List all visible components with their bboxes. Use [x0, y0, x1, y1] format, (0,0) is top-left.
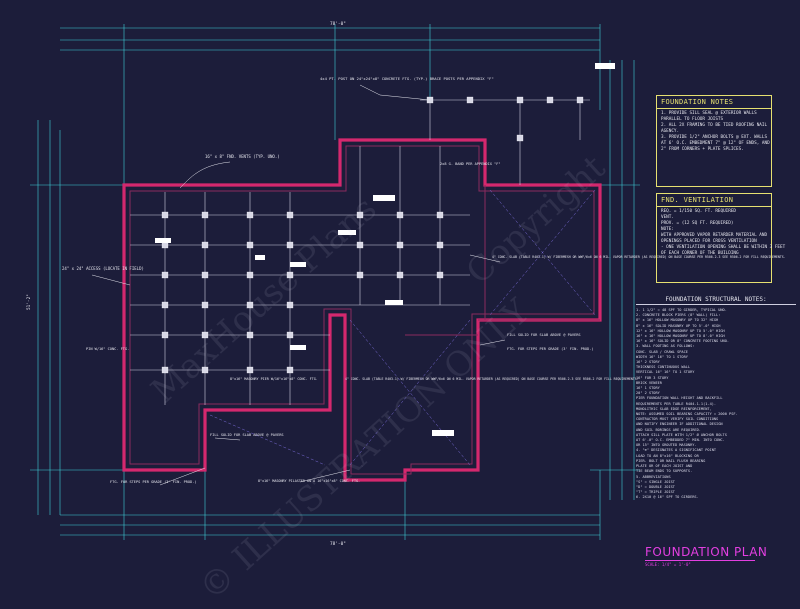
structural-notes-line: PLATE OR OF EACH JOIST AND [636, 464, 693, 469]
foundation-notes-box: FOUNDATION NOTES 1. PROVIDE SILL SEAL @ … [656, 95, 772, 187]
fnd-ventilation-box: FND. VENTILATION REQ. = 1/150 SQ. FT. RE… [656, 193, 786, 283]
structural-notes-line: 6. 2X10 @ 16" SPF TO GIRDERS. [636, 495, 699, 500]
label-girder: 2x8 G. BAND PER APPENDIX "F" [440, 162, 501, 166]
foundation-notes-line: 2" FROM CORNERS + PLATE SPLICES. [661, 147, 744, 152]
title-block: FOUNDATION PLAN SCALE: 1/4" = 1'-0" [645, 545, 795, 567]
structural-notes-line: 1. 1 1/2" = 48 SPF TO GIRDER, TYPICAL UN… [636, 308, 727, 312]
structural-notes-line: VERTICAL 16" 16" TO 1 STORY [636, 370, 695, 375]
label-masonry-pier: 8"x16" MASONRY PIER W/16"x16"x8" CONC. F… [230, 377, 318, 381]
structural-notes-line: 4. "⊕" DESIGNATES A SIGNIFICANT POINT [636, 448, 717, 453]
structural-notes-line: BRICK VENEER [636, 380, 662, 385]
label-steps-right: FTG. FOR STEPS PER GRADE (3' FIN. PROD.) [507, 347, 594, 351]
structural-notes-line: 20" 2 STORY [636, 391, 660, 396]
slab-hatch [209, 189, 596, 466]
structural-notes-line: AND NOTIFY ENGINEER IF ADDITIONAL DESIGN [636, 422, 723, 427]
foundation-notes-line: 3. PROVIDE 1/2" ANCHOR BOLTS @ EXT. WALL… [661, 135, 768, 140]
label-pier-left: PIN W/16" CONC. FTG. [86, 347, 129, 351]
fnd-ventilation-line: WITH APPROVED VAPOR RETARDER MATERIAL AN… [661, 233, 768, 238]
foundation-notes-title: FOUNDATION NOTES [657, 96, 771, 109]
fnd-ventilation-title: FND. VENTILATION [657, 194, 771, 207]
structural-notes-line: AND SOIL BORINGS ARE REQUIRED. [636, 427, 701, 432]
structural-notes-line: "S" = SINGLE JOIST [636, 479, 675, 484]
fnd-ventilation-line: NOTE: [661, 227, 674, 232]
fnd-ventilation-line: VENT. [661, 215, 674, 220]
dim-overall: 78'-0" [330, 21, 346, 27]
label-masonry-pilaster: 8"x16" MASONRY PILASTER ON A 16"x16"x8" … [258, 479, 360, 483]
foundation-notes-line: 1. PROVIDE SILL SEAL @ EXTERIOR WALLS [661, 111, 757, 116]
structural-notes-title: FOUNDATION STRUCTURAL NOTES: [636, 296, 796, 305]
foundation-notes-line: AGENCY. [661, 129, 680, 134]
drawing-title: FOUNDATION PLAN [645, 545, 768, 559]
structural-notes-line: 5. ABBREVIATIONS [636, 474, 671, 479]
plan-annotations: 16" x 8" FND. VENTS (TYP. UNO.) 4x4 PT. … [26, 21, 786, 547]
structural-notes-line: LOAD TO AN 8"x16" BLOCKING OR [636, 453, 699, 458]
dim-left: 51'-2" [26, 294, 32, 310]
structural-notes-line: 16" FOR 3 STORY [636, 375, 669, 380]
structural-notes-line: 8" x 16" SOLID MASONRY UP TO 5'-0" HIGH [636, 323, 721, 328]
label-access: 24" x 24" ACCESS (LOCATE IN FIELD) [62, 266, 144, 271]
structural-notes-line: 16" 1 STORY [636, 386, 660, 391]
structural-notes-line: OR 15" INTO GROUTED MASONRY. [636, 443, 697, 448]
structural-notes-line: PIER FOUNDATION WALL HEIGHT AND BACKFILL [636, 396, 723, 401]
structural-notes-line: "D" = DOUBLE JOIST [636, 484, 675, 489]
foundation-walls [122, 138, 602, 482]
label-vents: 16" x 8" FND. VENTS (TYP. UNO.) [205, 154, 280, 159]
foundation-notes-line: AT 6' O.C. EMBEDMENT 7" @ 12" OF ENDS, A… [661, 141, 770, 146]
label-fill-slab-bottom: FILL SOLID FOR SLAB ABOVE @ PAVERS [210, 433, 284, 437]
structural-notes-line: 16" x 16" HOLLOW MASONRY UP TO 8'-0" HIG… [636, 334, 725, 339]
structural-notes-line: MONOLITHIC SLAB EDGE REINFORCEMENT, [636, 406, 712, 411]
structural-notes-line: CONTRACTOR MUST VERIFY SOIL CONDITIONS [636, 417, 719, 422]
structural-notes-line: NOTE: ASSUMED SOIL BEARING CAPACITY = 20… [636, 412, 738, 417]
foundation-walls-inner [129, 145, 600, 475]
fnd-ventilation-line: PROV. = (12 SQ FT. REQUIRED) [661, 221, 734, 226]
foundation-notes-line: PARALLEL TO FLOOR JOISTS [661, 117, 724, 122]
foundation-notes-line: 2. ALL 2X FRAMING TO BE TIED ROOFING NAI… [661, 123, 768, 128]
dimension-lines [30, 24, 640, 540]
title-underline [645, 560, 755, 561]
label-pt-post: 4x4 PT. POST ON 24"x24"x8" CONCRETE FTG.… [320, 76, 494, 81]
structural-notes-line: CONC. SLAB / CRAWL SPACE [636, 349, 688, 354]
fnd-ventilation-line: OPENINGS PLACED FOR CROSS VENTILATION [661, 239, 757, 244]
fnd-ventilation-line: OF EACH CORNER OF THE BUILDING [661, 251, 739, 256]
label-tags [155, 63, 615, 436]
label-steps-left: FTG. FOR STEPS PER GRADE (3' FIN. PROD.) [110, 480, 197, 484]
structural-notes-line: AT 6'-0" O.C. EMBEDDED 7" MIN. INTO CONC… [636, 438, 725, 443]
structural-notes-line: 16" 2 STORY [636, 360, 660, 365]
drawing-scale: SCALE: 1/4" = 1'-0" [645, 562, 691, 567]
structural-notes-line: 8" x 16" HOLLOW MASONRY UP TO 32" HIGH [636, 318, 719, 323]
structural-notes-line: TIE BEAM ENDS TO SUPPORTS. [636, 469, 693, 474]
structural-notes-line: 16" x 16" SOLID OR 8" CONCRETE FOOTING U… [636, 339, 730, 344]
fnd-ventilation-line: - ONE VENTILATION OPENING SHALL BE WITHI… [661, 245, 786, 250]
label-fill-slab-right: FILL SOLID FOR SLAB ABOVE @ PAVERS [507, 333, 581, 337]
structural-notes: FOUNDATION STRUCTURAL NOTES: 1. 1 1/2" =… [636, 296, 796, 501]
structural-notes-line: 3. WALL FOOTING AS FOLLOWS: [636, 344, 695, 349]
structural-notes-line: THICKNESS CONTINUOUS WALL [636, 365, 691, 370]
leader-lines [91, 84, 506, 486]
structural-notes-line: 12" x 16" HOLLOW MASONRY UP TO 5'-0" HIG… [636, 328, 725, 333]
fnd-ventilation-line: REQ. = 1/150 SQ. FT. REQUIRED [661, 209, 737, 214]
structural-notes-lines: 1. 1 1/2" = 48 SPF TO GIRDER, TYPICAL UN… [636, 308, 796, 501]
structural-notes-line: PIER. BOLT OR NAIL FLUSH BEARING [636, 458, 706, 463]
structural-notes-line: ATTACH SILL PLATE WITH 1/2" Ø ANCHOR BOL… [636, 432, 727, 437]
structural-notes-line: WIDTH 16" 16" TO 1 STORY [636, 354, 688, 359]
dim-bottom: 78'-0" [330, 541, 346, 547]
pier-markers [161, 96, 584, 374]
label-slab-left: 4" CONC. SLAB (TABLE R403.1) W/ FIBERMES… [345, 377, 639, 381]
structural-notes-line: 2. CONCRETE BLOCK PIERS (8" WALL) FILL: [636, 313, 721, 318]
label-slab-right: 4" CONC. SLAB (TABLE R403.1) W/ FIBERMES… [492, 255, 786, 259]
structural-notes-line: "T" = TRIPLE JOIST [636, 490, 675, 495]
structural-notes-line: REQUIREMENTS PER TABLE R404.1.1(1-4). [636, 401, 717, 406]
